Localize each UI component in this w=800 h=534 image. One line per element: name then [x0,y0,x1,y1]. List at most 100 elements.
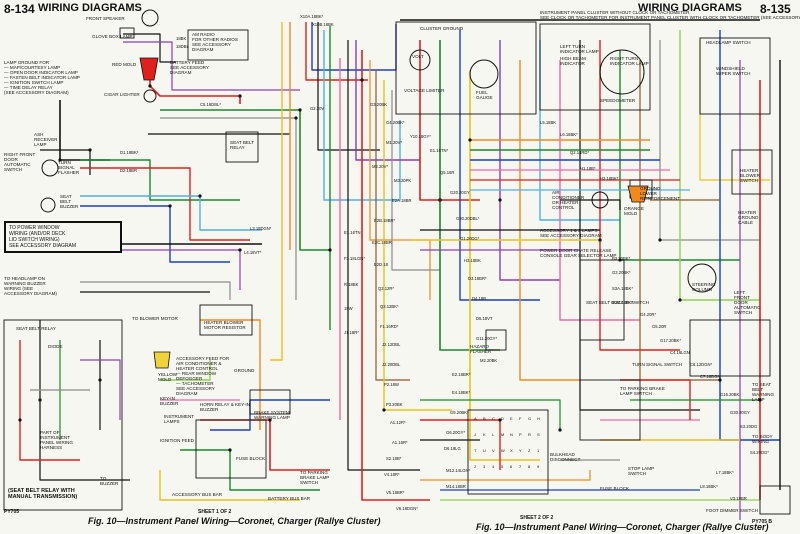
wire-code-label: D4.18R [472,296,487,301]
speaker-circle [141,9,159,27]
component-label-accessory-feed: ACCESSORY FEED FOR AIR CONDITIONER & HEA… [176,356,230,396]
fuse-block-r-box [579,379,641,441]
wire-code-label: M3.20PK [394,178,412,183]
seat-belt-relay-box [225,131,259,163]
seat-belt-box [3,319,123,511]
wire-24 [80,159,240,201]
component-label-to-buzzer: TO BUZZER [100,476,119,486]
component-label-key-in-buzzer: KEY-IN BUZZER [160,396,179,406]
wire-code-label: C5.16DBL* [200,102,221,107]
wire-code-label: Q3.12BK* [380,304,399,309]
connector-cavity-label: H [537,416,540,421]
headlamp-switch-box [699,37,771,115]
component-label-parking-brake-lamp-switch-r: TO PARKING BRAKE LAMP SWITCH [620,386,665,396]
wire-code-label: C6.12DGN* [690,362,713,367]
component-label-high-beam-indicator: HIGH BEAM INDICATOR [560,56,586,66]
component-label-heater-blower-switch: HEATER BLOWER SWITCH [740,168,760,183]
splice-28 [18,418,22,422]
component-label-glove-box-lamp: GLOVE BOX LAMP [92,34,133,39]
wire-code-label: M2.20V* [372,164,389,169]
power-window-note: TO POWER WINDOW WIRING (AND/OR DECK LID … [4,221,122,253]
component-label-diode: DIODE [48,344,63,349]
component-label-windshield-wiper-switch: WINDSHIELD WIPER SWITCH [716,66,751,76]
cluster-right-box [539,23,651,111]
component-label-hazard-flasher: HAZARD FLASHER [470,344,492,354]
wire-19 [375,70,410,381]
wire-code-label: M2.20BK [480,358,498,363]
fuel-gauge-circle [469,59,499,89]
connector-cavity-label: S [537,432,540,437]
connector-cavity-label: 1 [537,448,540,453]
component-label-am-radio: AM RADIO FOR OTHER RADIOS SEE ACCESSORY … [192,32,238,52]
buzzer-circle [40,197,56,213]
wire-code-label: A1.12R* [390,420,406,425]
wire-code-label: G17.20BK* [660,338,681,343]
wire-code-label: Q2.12R* [378,286,395,291]
wire-code-label: D1.18BK* [120,150,139,155]
hazard-flasher-box [485,329,507,351]
component-label-accessory-lamps: ACCESSORY 1 & 2 LAMPS SEE ACCESSORY DIAG… [540,228,602,238]
wire-code-label: V3.18BR [730,496,747,501]
connector-cavity-label: P [519,432,522,437]
connector-cavity-label: 3 [483,464,486,469]
wire-code-label: V5.18BR* [386,490,405,495]
component-label-ignition-feed: IGNITION FEED [160,438,194,443]
connector-cavity-label: Z [528,448,531,453]
connector-cavity-label: 7 [519,464,522,469]
component-label-steering-column: STEERING COLUMN [692,282,716,292]
wire-code-label: S3A.18BK* [612,286,633,291]
component-label-stop-lamp-switch: STOP LAMP SWITCH [628,466,655,476]
wire-code-label: E2.18BR* [452,372,471,377]
foot-dimmer-box [759,485,791,515]
connector-cavity-label: R [528,432,531,437]
component-label-battery-bus-bar: BATTERY BUS BAR [268,496,311,501]
splice-layer [18,78,762,452]
component-label-brake-warning-lamp: BRAKE SYSTEM WARNING LAMP [254,410,290,420]
turn-switch-box [689,319,771,377]
component-label-voltage-limiter: VOLTAGE LIMITER [404,88,445,93]
wire-9 [305,22,368,81]
wire-61 [719,30,780,441]
connector-cavity-label: U [483,448,486,453]
wire-25 [80,167,250,241]
connector-cavity-label: B [483,416,486,421]
wire-code-label: H2.18BK* [600,176,619,181]
wire-code-label: H3.18BK [464,258,481,263]
wire-15 [347,40,420,471]
wire-code-label: X10B.18BK [312,22,334,27]
splice-24 [168,204,172,208]
component-label-headlamp-switch: HEADLAMP SWITCH [706,40,751,45]
connector-cavity-label: 2 [474,464,477,469]
splice-21 [58,158,62,162]
orange-mold-shape [627,185,649,203]
component-label-right-front-door-switch: RIGHT FRONT DOOR AUTOMATIC SWITCH [4,152,36,172]
component-label-bulkhead-disconnect: BULKHEAD DISCONNECT [550,452,581,462]
wire-2 [123,33,176,63]
wire-3 [123,41,300,91]
left-page-title: WIRING DIAGRAMS [38,2,142,14]
connector-cavity-label: G [528,416,532,421]
wire-code-label: M1.20V* [386,140,403,145]
wire-55 [599,40,680,351]
wire-code-label: S3B.18BK* [612,300,633,305]
wire-code-label: 18BK [176,36,187,41]
component-label-fuse-block-r: FUSE BLOCK [600,486,630,491]
wire-code-label: G16.20BK [720,392,740,397]
wire-code-label: G3.20BK* [612,270,631,275]
splice-11 [598,238,602,242]
fuse-block-box [195,419,267,479]
component-label-fuel-gauge: FUEL GAUGE [476,90,493,100]
wire-43 [80,359,121,420]
component-label-lamp-ground: LAMP GROUND FOR — MAP/COURTESY LAMP — OP… [4,60,80,95]
splice-6 [360,78,364,82]
am-radio-box [187,29,249,61]
splice-1 [148,84,152,88]
wire-code-label: L5.18BK [540,120,557,125]
splice-25 [238,248,242,252]
wire-code-label: L4.18VT* [244,250,262,255]
brake-lamp-box [249,389,291,415]
wire-86 [560,199,621,210]
red-mold-shape [139,57,159,81]
connector-cavity-label: J [474,432,476,437]
component-label-seat-belt-buzzer: SEAT BELT BUZZER [60,194,79,209]
